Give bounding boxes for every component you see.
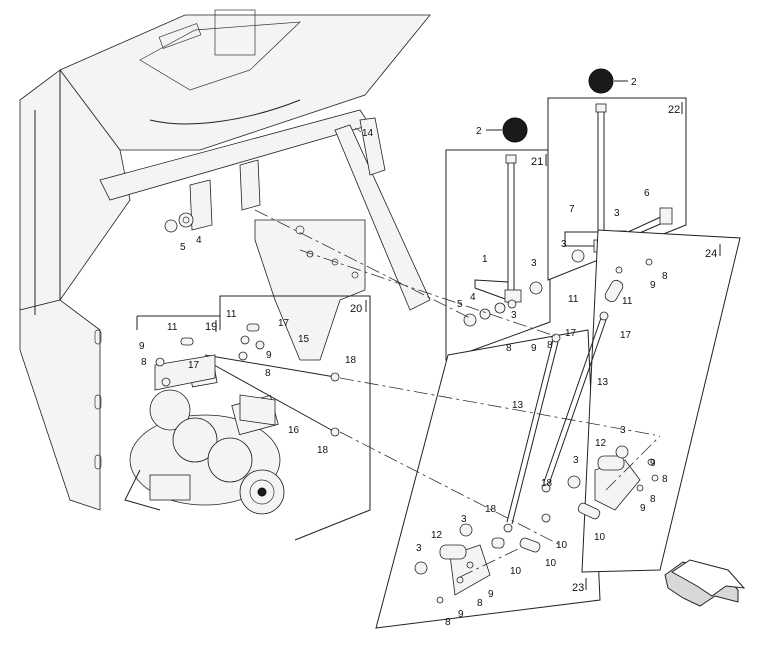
part-callout-number: 4	[470, 292, 476, 303]
note-marker-mid: 2	[476, 117, 528, 143]
part-callout-number: 8	[265, 368, 271, 379]
alignment-lines	[254, 209, 661, 578]
note-marker-top: 2	[588, 68, 637, 94]
part-callout-number: 9	[650, 458, 656, 469]
part-callout-number: 2	[476, 126, 482, 137]
part-callout-number: 13	[597, 377, 609, 388]
note-dot-icon	[502, 117, 528, 143]
part-callout-number: 8	[445, 617, 451, 628]
box-label-21: 21	[531, 156, 543, 168]
part-callout-number: 11	[622, 296, 633, 307]
part-callout-number: 5	[180, 242, 186, 253]
forward-direction-arrow-icon	[664, 559, 746, 607]
part-callout-number: 9	[650, 280, 656, 291]
group-box-19-20	[136, 295, 371, 541]
part-callout-number: 18	[541, 478, 553, 489]
part-callout-number: 9	[458, 609, 464, 620]
part-callout-number: 11	[568, 294, 579, 305]
part-callout-number: 3	[511, 310, 517, 321]
part-callout-number: 8	[662, 474, 668, 485]
part-callout-number: 17	[620, 330, 632, 341]
part-callout-number: 3	[573, 455, 579, 466]
box-label-23: 23	[572, 582, 584, 594]
group-box-21	[445, 149, 551, 361]
part-callout-number: 9	[139, 341, 145, 352]
part-callout-number: 8	[141, 357, 147, 368]
part-callout-number: 9	[640, 503, 646, 514]
box-label-19: 19	[205, 321, 217, 333]
part-callout-number: 8	[477, 598, 483, 609]
part-callout-number: 3	[614, 208, 620, 219]
part-callout-number: 17	[278, 318, 290, 329]
part-callout-number: 15	[298, 334, 310, 345]
part-callout-number: 18	[345, 355, 357, 366]
part-callout-number: 10	[510, 566, 522, 577]
part-callout-number: 7	[569, 204, 575, 215]
part-callout-number: 10	[594, 532, 606, 543]
part-callout-number: 14	[362, 128, 374, 139]
part-callout-number: 11	[226, 309, 237, 320]
part-callout-number: 3	[620, 425, 626, 436]
part-callout-number: 8	[506, 343, 512, 354]
part-callout-number: 6	[644, 188, 650, 199]
part-callout-number: 18	[485, 504, 497, 515]
part-callout-number: 8	[650, 494, 656, 505]
part-callout-number: 4	[196, 235, 202, 246]
part-callout-number: 11	[167, 322, 178, 333]
part-callout-number: 13	[512, 400, 524, 411]
control-rods-left	[154, 323, 340, 437]
part-callout-number: 3	[561, 239, 567, 250]
part-callout-number: 9	[488, 589, 494, 600]
box-labels: 19 20 21 22 23 24	[205, 104, 717, 594]
part-callouts: 14 4 5 11 9 8 17 11 17 15 9 8 18 16 18 1…	[139, 127, 668, 628]
part-callout-number: 16	[288, 425, 300, 436]
part-callout-number: 5	[457, 299, 463, 310]
part-callout-number: 3	[531, 258, 537, 269]
control-rods-right	[503, 311, 609, 533]
group-box-23	[375, 329, 601, 629]
part-callout-number: 2	[631, 77, 637, 88]
part-callout-number: 8	[662, 271, 668, 282]
part-callout-number: 12	[595, 438, 607, 449]
part-callout-number: 3	[461, 514, 467, 525]
part-callout-number: 9	[266, 350, 272, 361]
part-callout-number: 8	[547, 340, 553, 351]
bracket-parts-right	[414, 258, 659, 604]
part-callout-number: 12	[431, 530, 443, 541]
hydrostatic-pump-assembly	[124, 357, 285, 515]
part-callout-number: 9	[531, 343, 537, 354]
part-callout-number: 17	[188, 360, 200, 371]
part-callout-number: 17	[565, 328, 577, 339]
box-label-20: 20	[350, 303, 362, 315]
box-label-22: 22	[668, 104, 680, 116]
part-callout-number: 3	[416, 543, 422, 554]
group-box-24	[581, 229, 741, 590]
note-dot-icon	[588, 68, 614, 94]
machine-frame	[19, 9, 431, 511]
part-callout-number: 10	[556, 540, 568, 551]
box-label-24: 24	[705, 248, 717, 260]
part-callout-number: 10	[545, 558, 557, 569]
part-callout-number: 18	[317, 445, 329, 456]
part-callout-number: 1	[482, 254, 488, 265]
